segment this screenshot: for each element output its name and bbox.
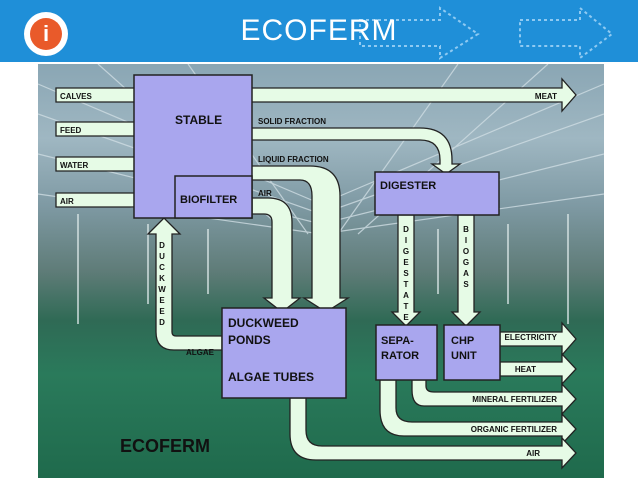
solid-fraction-label: SOLID FRACTION [258,117,326,126]
biogas-vertical-letter: O [463,247,469,256]
air-to-ponds-arrow [249,197,302,313]
air-in-label: AIR [60,197,74,206]
chp-label-2: UNIT [451,350,477,362]
logo-letter: i [30,18,62,50]
biofilter-label: BIOFILTER [180,194,237,206]
company-logo: i [24,12,68,56]
meat-label: MEAT [535,92,557,101]
digestate-vertical-letter: T [404,302,409,311]
chp-unit-box [443,324,501,381]
biogas-vertical-letter: S [463,280,469,289]
digestate-vertical-letter: E [403,313,409,322]
digestate-vertical-letter: I [405,236,407,245]
duckweed-vertical-letter: D [159,241,165,250]
digestate-vertical-letter: T [404,280,409,289]
algae-tubes-label: ALGAE TUBES [228,370,314,384]
duckweed-vertical-letter: C [159,263,165,272]
separator-box [375,324,438,381]
digestate-vertical-letter: E [403,258,409,267]
duckweed-vertical-letter: K [159,274,165,283]
biogas-vertical-letter: I [465,236,467,245]
biogas-vertical-letter: A [463,269,469,278]
solid-fraction-arrow [249,127,463,175]
algae-label: ALGAE [186,348,215,357]
digester-label: DIGESTER [380,180,436,192]
duckweed-ponds-box [221,307,347,399]
organic-fertilizer-arrow [379,379,577,446]
separator-label-1: SEPA- [381,335,414,347]
digestate-vertical-letter: A [403,291,409,300]
meat-arrow [249,77,577,113]
air-out-arrow [289,397,577,470]
biofilter-box [174,175,253,219]
biogas-arrow [450,214,482,327]
footer-ecoferm-label: ECOFERM [120,436,210,456]
calves-label: CALVES [60,92,93,101]
ponds-label: PONDS [228,333,271,347]
heat-arrow [499,352,577,386]
digestate-arrow [390,214,422,327]
feed-label: FEED [60,126,82,135]
biogas-vertical-letter: G [463,258,469,267]
electricity-arrow [499,321,577,357]
organic-fertilizer-label: ORGANIC FERTILIZER [471,425,557,434]
separator-label-2: RATOR [381,350,419,362]
water-label: WATER [60,161,89,170]
digestate-vertical-letter: D [403,225,409,234]
duckweed-vertical-letter: U [159,252,165,261]
liquid-fraction-arrow [249,165,351,313]
duckweed-return-arrow [146,217,223,351]
duckweed-label: DUCKWEED [228,316,299,330]
air-out-label: AIR [526,449,540,458]
biogas-vertical-letter: B [463,225,469,234]
heat-label: HEAT [515,365,536,374]
air-to-ponds-label: AIR [258,189,272,198]
chp-label-1: CHP [451,335,474,347]
mineral-fertilizer-label: MINERAL FERTILIZER [472,395,557,404]
electricity-label: ELECTRICITY [505,333,558,342]
slide-title: ECOFERM [240,14,398,47]
liquid-fraction-label: LIQUID FRACTION [258,155,329,164]
mineral-fertilizer-arrow [411,379,577,416]
duckweed-vertical-letter: D [159,318,165,327]
header-arrow-decoration [359,5,614,60]
stable-label: STABLE [175,113,222,127]
duckweed-vertical-letter: W [158,285,166,294]
duckweed-vertical-letter: E [159,296,165,305]
digestate-vertical-letter: G [403,247,409,256]
digestate-vertical-letter: S [403,269,409,278]
duckweed-vertical-letter: E [159,307,165,316]
header-bar: i ECOFERM [0,0,638,62]
digester-box [374,171,500,216]
